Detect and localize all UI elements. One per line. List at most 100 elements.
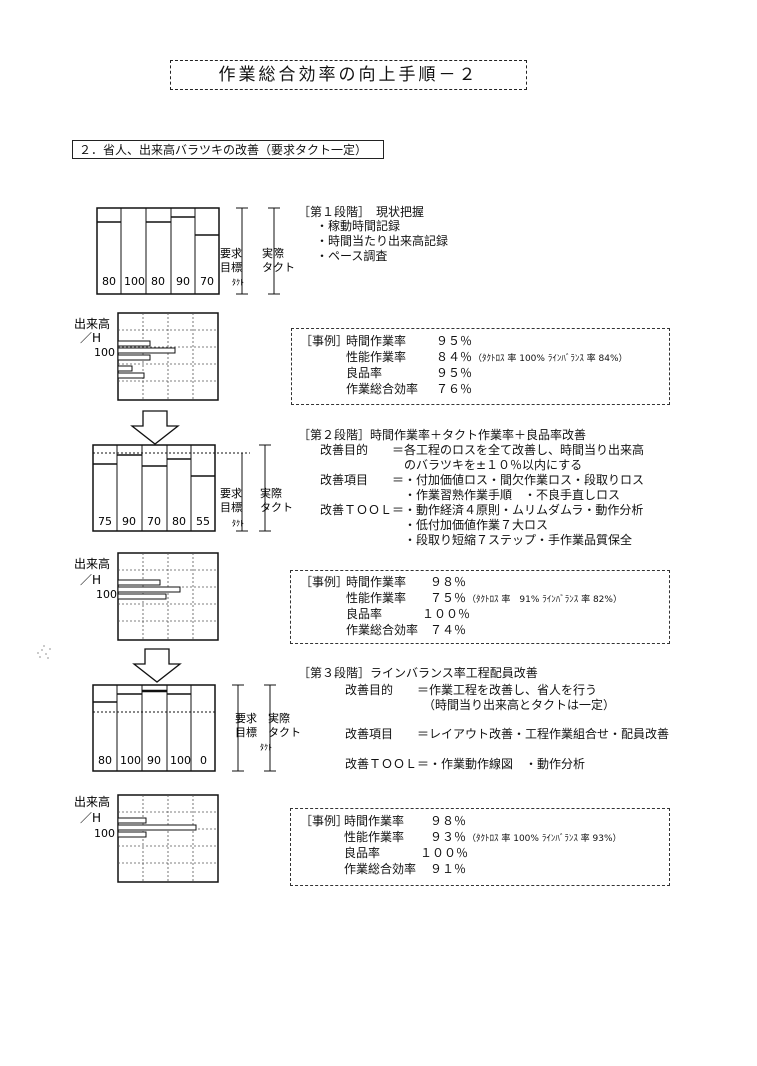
case-value: ９８％	[430, 814, 467, 828]
bar-label: 90	[122, 515, 136, 528]
case-note: （ﾀｸﾄﾛｽ 率 100% ﾗｲﾝﾊﾞﾗﾝｽ 率 93%）	[467, 834, 622, 844]
bar-label: 80	[172, 515, 186, 528]
case-label: 作業総合効率	[346, 623, 419, 637]
output-label: 出来高	[74, 794, 110, 809]
takt-actual-label: タクト	[260, 501, 293, 514]
stage2-case-box	[290, 570, 670, 644]
case-label: 時間作業率	[344, 814, 405, 828]
hundred-label: 100	[96, 588, 117, 601]
stage3-line: 改善目的 ＝作業工程を改善し、省人を行う	[345, 683, 598, 697]
case-value: ７５％	[430, 591, 467, 605]
stage1-output-histogram: 出来高 ／H 100	[74, 312, 219, 401]
case-value: ９５％	[436, 334, 473, 348]
stage2-line: ・段取り短縮７ステップ・手作業品質保全	[320, 533, 633, 547]
stage1-line: ・稼動時間記録	[316, 219, 401, 233]
target-label: 目標	[220, 260, 242, 274]
case-note: （ﾀｸﾄﾛｽ 率 100% ﾗｲﾝﾊﾞﾗﾝｽ 率 84%）	[473, 354, 628, 364]
case-label: 時間作業率	[346, 575, 407, 589]
case-label: 良品率	[346, 607, 383, 621]
case-value: ７４％	[430, 623, 467, 637]
output-label: 出来高	[74, 316, 110, 331]
actual-label: 実際	[268, 711, 290, 725]
bar-label: 55	[196, 515, 210, 528]
bar-label: 90	[176, 275, 190, 288]
bar-label: 100	[170, 754, 191, 767]
stage1-line: ・時間当たり出来高記録	[316, 234, 449, 248]
case-label: 時間作業率	[346, 334, 407, 348]
case-value: ７６％	[436, 382, 473, 396]
takt-label: ﾀｸﾄ	[260, 743, 272, 752]
case-value: １００％	[420, 846, 469, 860]
case-label: 性能作業率	[346, 591, 407, 605]
case-value: ９３％	[430, 830, 467, 844]
bar-label: 80	[102, 275, 116, 288]
bar-label: 75	[98, 515, 112, 528]
stage2-output-histogram: 出来高 ／H 100	[74, 552, 219, 641]
hundred-label: 100	[94, 346, 115, 359]
bar-label: 70	[147, 515, 161, 528]
bar-label: 0	[200, 754, 207, 767]
case-label: 作業総合効率	[344, 862, 417, 876]
stage2-header: ［第２段階］時間作業率＋タクト作業率＋良品率改善	[298, 428, 587, 442]
takt-actual-label: タクト	[262, 261, 295, 274]
per-hour-label: ／H	[80, 331, 101, 345]
stage3-line: 改善項目 ＝レイアウト改善・工程作業組合せ・配員改善	[345, 727, 670, 741]
stage2-line: 改善ＴＯＯＬ＝・動作経済４原則・ムリムダムラ・動作分析	[320, 503, 644, 517]
bar-label: 70	[200, 275, 214, 288]
down-arrow-icon	[132, 648, 182, 683]
case-tag: ［事例］	[300, 334, 349, 348]
stage2-line: 改善目的 ＝各工程のロスを全て改善し、時間当り出来高	[320, 443, 645, 457]
per-hour-label: ／H	[80, 573, 101, 587]
takt-label: ﾀｸﾄ	[232, 519, 244, 528]
case-value: ８４％	[436, 350, 473, 364]
down-arrow-icon	[130, 410, 180, 445]
required-label: 要求	[235, 712, 257, 725]
case-label: 性能作業率	[344, 830, 405, 844]
case-note: （ﾀｸﾄﾛｽ 率 91% ﾗｲﾝﾊﾞﾗﾝｽ 率 82%）	[467, 595, 622, 605]
stage3-line: 改善ＴＯＯＬ＝・作業動作線図 ・動作分析	[345, 757, 586, 771]
bar-label: 90	[147, 754, 161, 767]
bar-label: 80	[151, 275, 165, 288]
stage3-header: ［第３段階］ラインバランス率工程配員改善	[298, 666, 538, 680]
case-label: 良品率	[344, 846, 381, 860]
case-value: １００％	[422, 607, 471, 621]
required-label: 要求	[220, 247, 242, 260]
stage2-line: 改善項目 ＝・付加価値ロス・間欠作業ロス・段取りロス	[320, 473, 645, 487]
case-label: 作業総合効率	[346, 382, 419, 396]
stage1-takt-chart: 80 100 80 90 70 要求 目標 ﾀｸﾄ 実際 タクト	[96, 207, 295, 295]
stage1-case-box	[291, 328, 670, 405]
stage2-takt-chart: 75 90 70 80 55 要求 目標 ﾀｸﾄ 実際 タクト	[92, 444, 293, 532]
takt-label: ﾀｸﾄ	[232, 278, 244, 287]
hundred-label: 100	[94, 827, 115, 840]
case-value: ９８％	[430, 575, 467, 589]
target-label: 目標	[220, 500, 242, 514]
case-value: ９５％	[436, 366, 473, 380]
stage3-takt-chart: 80 100 90 100 0 要求 目標 実際 タクト ﾀｸﾄ	[92, 684, 301, 772]
case-label: 性能作業率	[346, 350, 407, 364]
stage3-case-box	[290, 808, 670, 886]
bar-label: 80	[98, 754, 112, 767]
target-label: 目標	[235, 725, 257, 739]
case-tag: ［事例］	[300, 575, 349, 589]
case-label: 良品率	[346, 366, 383, 380]
actual-label: 実際	[260, 486, 282, 500]
case-value: ９１％	[430, 862, 467, 876]
stage1-line: ・ペース調査	[316, 249, 388, 263]
stage3-line: （時間当り出来高とタクトは一定）	[345, 698, 616, 712]
stage3-output-histogram: 出来高 ／H 100	[74, 794, 219, 883]
output-label: 出来高	[74, 556, 110, 571]
per-hour-label: ／H	[80, 811, 101, 825]
required-label: 要求	[220, 487, 242, 500]
section-heading: ２．省人、出来高バラツキの改善（要求タクト一定）	[72, 140, 384, 159]
bar-label: 100	[124, 275, 145, 288]
bar-label: 100	[120, 754, 141, 767]
scan-smudge	[37, 645, 51, 659]
actual-label: 実際	[262, 246, 284, 260]
stage1-header: ［第１段階］ 現状把握	[298, 205, 425, 219]
stage2-line: ・作業習熟作業手順 ・不良手直しロス	[320, 488, 621, 502]
stage2-line: のバラツキを±１０％以内にする	[320, 458, 583, 472]
case-tag: ［事例］	[300, 814, 349, 828]
takt-actual-label: タクト	[268, 726, 301, 739]
stage2-line: ・低付加価値作業７大ロス	[320, 518, 549, 532]
page-title: 作業総合効率の向上手順－２	[170, 60, 527, 90]
